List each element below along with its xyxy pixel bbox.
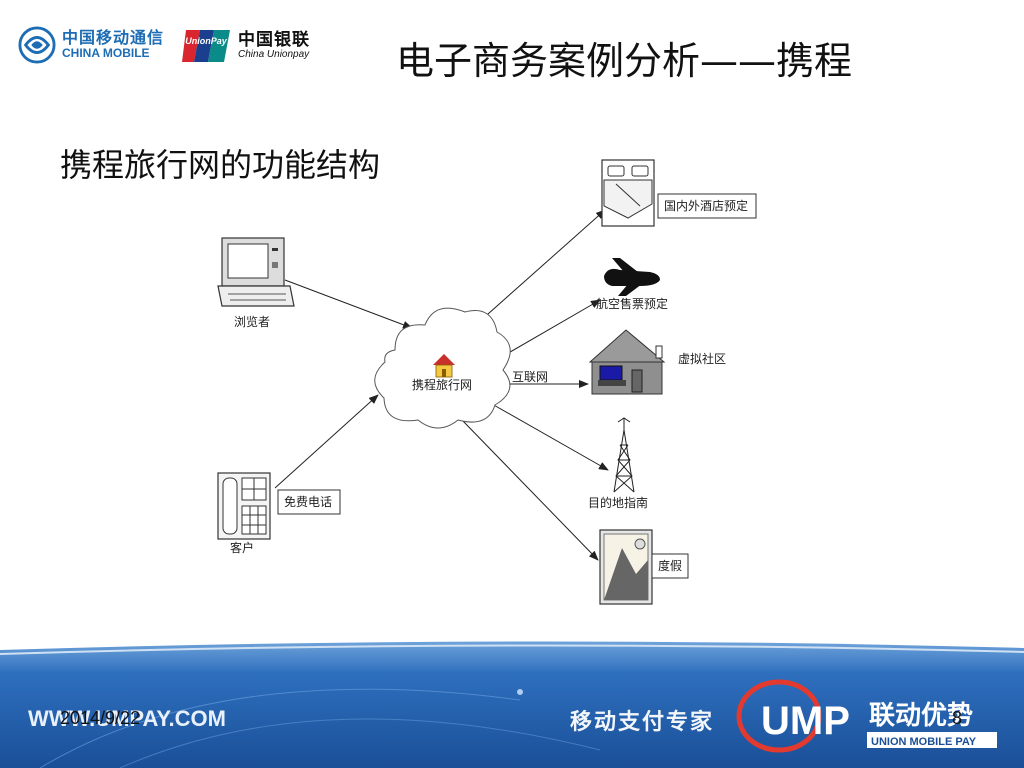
slide-date: 2014/9/22 [60,708,141,728]
telephone-icon [217,472,271,540]
cloud-center-label: 携程旅行网 [412,377,472,392]
footer [0,640,1024,768]
vacation-label: 度假 [658,558,682,573]
flight-label: 航空售票预定 [596,296,668,311]
bed-icon [601,159,655,227]
page-number: 8 [952,708,963,728]
customer-label: 客户 [230,540,254,555]
china-mobile-icon [18,26,56,64]
unionpay-cn: 中国银联 [238,29,310,50]
china-mobile-en: CHINA MOBILE [62,46,150,61]
guide-label: 目的地指南 [588,495,648,510]
footer-background [0,641,1024,768]
unionpay-badge-text: UnionPay [185,36,228,46]
internet-label: 互联网 [512,370,548,384]
footer-slogan: 移动支付专家 [570,710,715,735]
china-mobile-cn: 中国移动通信 [62,28,165,48]
toll-free-label: 免费电话 [284,494,332,509]
house-icon [588,329,666,395]
ump-cn: 联动优势 [869,701,973,731]
slide-title: 电子商务案例分析——携程 [396,39,853,83]
china-mobile-logo: 中国移动通信 CHINA MOBILE [18,22,168,68]
unionpay-en: China Unionpay [238,48,310,60]
radio-tower-icon [613,417,635,493]
website-label: WWW.UMPAY.COM [28,706,226,731]
ump-logo: UMP 联动优势 UNION MOBILE PAY [736,679,997,753]
unionpay-logo: UnionPay 中国银联 China Unionpay [180,24,325,68]
ump-letters: UMP [761,699,850,743]
laptop-icon [217,237,295,307]
hotel-label: 国内外酒店预定 [664,198,748,213]
home-icon [433,354,455,378]
community-label: 虚拟社区 [678,351,726,366]
airplane-icon [604,258,660,296]
connector-arrows [274,209,609,561]
ump-en: UNION MOBILE PAY [871,736,977,748]
slide-subtitle: 携程旅行网的功能结构 [60,146,381,184]
cloud-internet: 携程旅行网 [374,307,511,429]
unionpay-badge-icon: UnionPay [182,30,230,62]
function-structure-diagram: 携程旅行网 互联网 浏览者 免费电话 客户 [217,159,757,605]
landscape-picture-icon [599,529,653,605]
browser-label: 浏览者 [234,314,270,329]
